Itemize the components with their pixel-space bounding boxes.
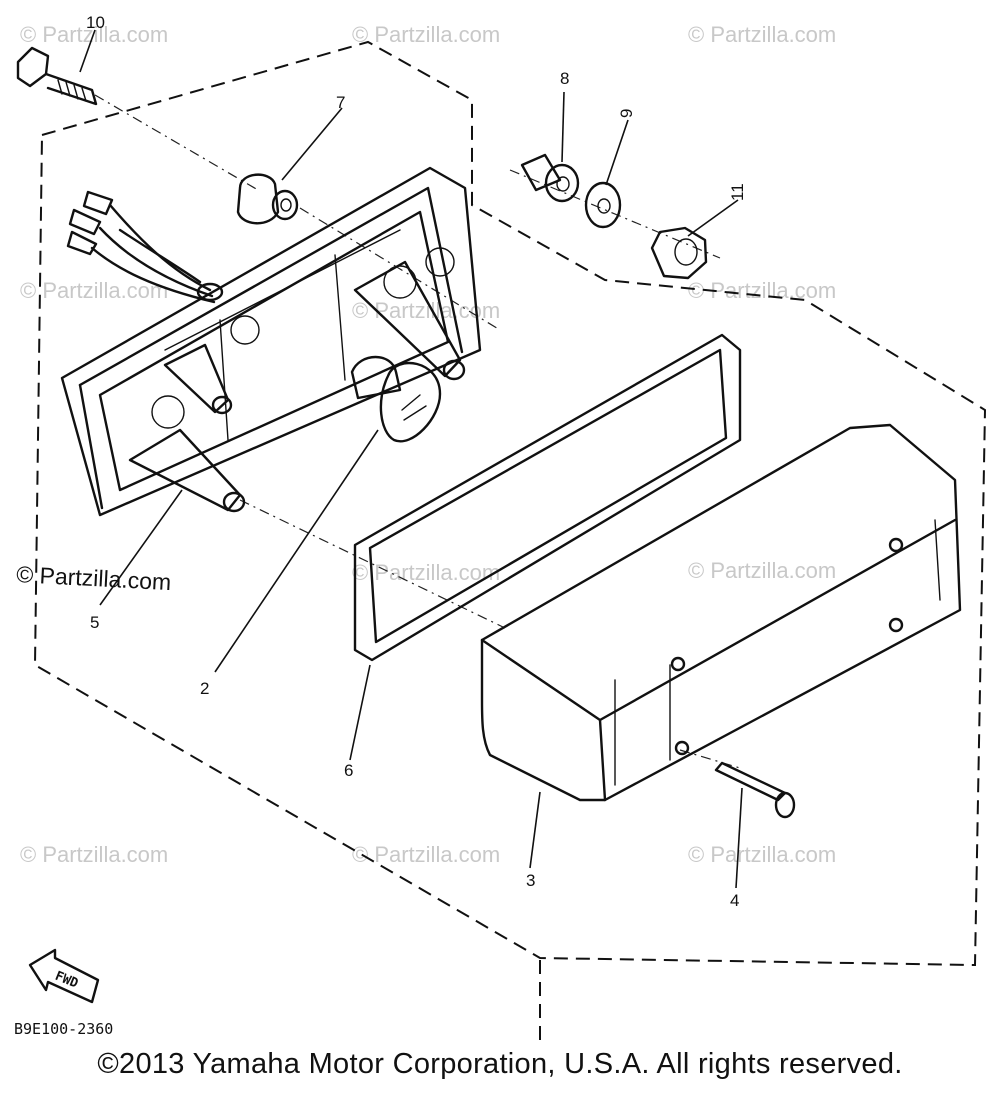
center-lines [94, 94, 741, 769]
drawing-code: B9E100-2360 [14, 1020, 113, 1038]
assembly-boundary [33, 40, 987, 967]
watermark: © Partzilla.com [352, 842, 500, 867]
bulb-2 [350, 355, 442, 443]
fwd-arrow-icon: FWD [28, 948, 100, 1004]
callouts: 10 7 8 9 11 5 2 6 3 4 [86, 13, 747, 910]
collar-8 [520, 153, 580, 203]
screw-4 [714, 761, 796, 819]
fwd-label: FWD [53, 969, 81, 992]
washer-9 [584, 181, 622, 229]
callout-number: 5 [90, 613, 99, 632]
watermark: © Partzilla.com [688, 842, 836, 867]
watermark: © Partzilla.com [352, 22, 500, 47]
bolt-10 [16, 46, 98, 106]
watermark: © Partzilla.com [352, 560, 500, 585]
callout-number: 3 [526, 871, 535, 890]
callout-number: 7 [336, 93, 345, 112]
leader-lines [79, 29, 743, 889]
callout-number: 9 [617, 109, 636, 118]
watermark: © Partzilla.com [688, 558, 836, 583]
callout-number: 10 [86, 13, 105, 32]
gasket-6 [353, 333, 742, 662]
watermark-prominent: © Partzilla.com [16, 561, 172, 595]
callout-number: 4 [730, 891, 739, 910]
copyright-notice: ©2013 Yamaha Motor Corporation, U.S.A. A… [97, 1048, 903, 1080]
watermark: © Partzilla.com [20, 842, 168, 867]
watermark: © Partzilla.com [20, 278, 168, 303]
callout-number: 2 [200, 679, 209, 698]
nut-11 [650, 226, 708, 280]
callout-number: 6 [344, 761, 353, 780]
lens-3 [480, 423, 962, 802]
watermark: © Partzilla.com [688, 22, 836, 47]
callout-number: 11 [728, 183, 747, 201]
callout-number: 8 [560, 69, 569, 88]
lamp-housing-5 [60, 166, 482, 517]
grommet-7 [236, 173, 299, 225]
